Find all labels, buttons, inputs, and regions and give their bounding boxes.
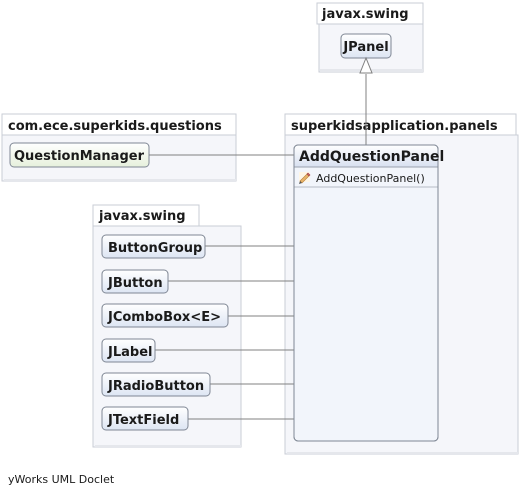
generalization-arrowhead	[359, 56, 373, 74]
class-label: JButton	[107, 276, 163, 291]
package-title: superkidsapplication.panels	[291, 119, 498, 134]
footer-text: yWorks UML Doclet	[8, 473, 115, 486]
class-box	[101, 269, 169, 294]
class-box	[101, 372, 211, 397]
package-title: javax.swing	[98, 209, 186, 224]
class-outline	[293, 144, 439, 442]
member-constructor[interactable]: AddQuestionPanel()	[299, 172, 425, 185]
class-label-question-manager: QuestionManager	[14, 149, 145, 164]
class-box	[101, 303, 229, 328]
class-label: JLabel	[107, 345, 152, 360]
class-jpanel[interactable]: JPanel	[340, 33, 392, 59]
member-label: AddQuestionPanel()	[316, 172, 425, 185]
class-header	[294, 145, 438, 167]
class-label: JComboBox<E>	[107, 310, 221, 325]
package-title: com.ece.superkids.questions	[8, 119, 222, 134]
class-add-question-panel[interactable]: AddQuestionPanel AddQuestionPanel()	[293, 144, 444, 442]
class-question-manager[interactable]: QuestionManager	[9, 142, 150, 168]
class-label-jpanel: JPanel	[342, 40, 388, 55]
class-box	[101, 234, 206, 259]
constructor-icon	[299, 172, 311, 184]
class-jradiobutton[interactable]: JRadioButton	[101, 372, 211, 397]
class-label-add-question-panel: AddQuestionPanel	[299, 149, 444, 165]
class-label: JTextField	[107, 413, 179, 428]
class-box	[293, 144, 439, 442]
class-jtextfield[interactable]: JTextField	[101, 406, 189, 431]
package-tab	[284, 113, 517, 136]
package-javax-swing-top: javax.swing	[316, 2, 424, 73]
class-box	[101, 406, 189, 431]
class-jlabel[interactable]: JLabel	[101, 338, 156, 363]
package-tab	[316, 2, 424, 25]
package-shadow	[95, 445, 241, 448]
package-title: javax.swing	[321, 7, 409, 22]
package-shadow	[4, 179, 236, 182]
package-tab	[1, 113, 237, 136]
class-jbutton[interactable]: JButton	[101, 269, 169, 294]
class-label: ButtonGroup	[108, 241, 202, 256]
class-label: JRadioButton	[107, 379, 204, 394]
class-buttongroup[interactable]: ButtonGroup	[101, 234, 206, 259]
class-box	[101, 338, 156, 363]
package-tab	[92, 204, 200, 227]
class-jcombobox[interactable]: JComboBox<E>	[101, 303, 229, 328]
package-shadow	[287, 452, 518, 455]
relationships	[149, 56, 373, 420]
